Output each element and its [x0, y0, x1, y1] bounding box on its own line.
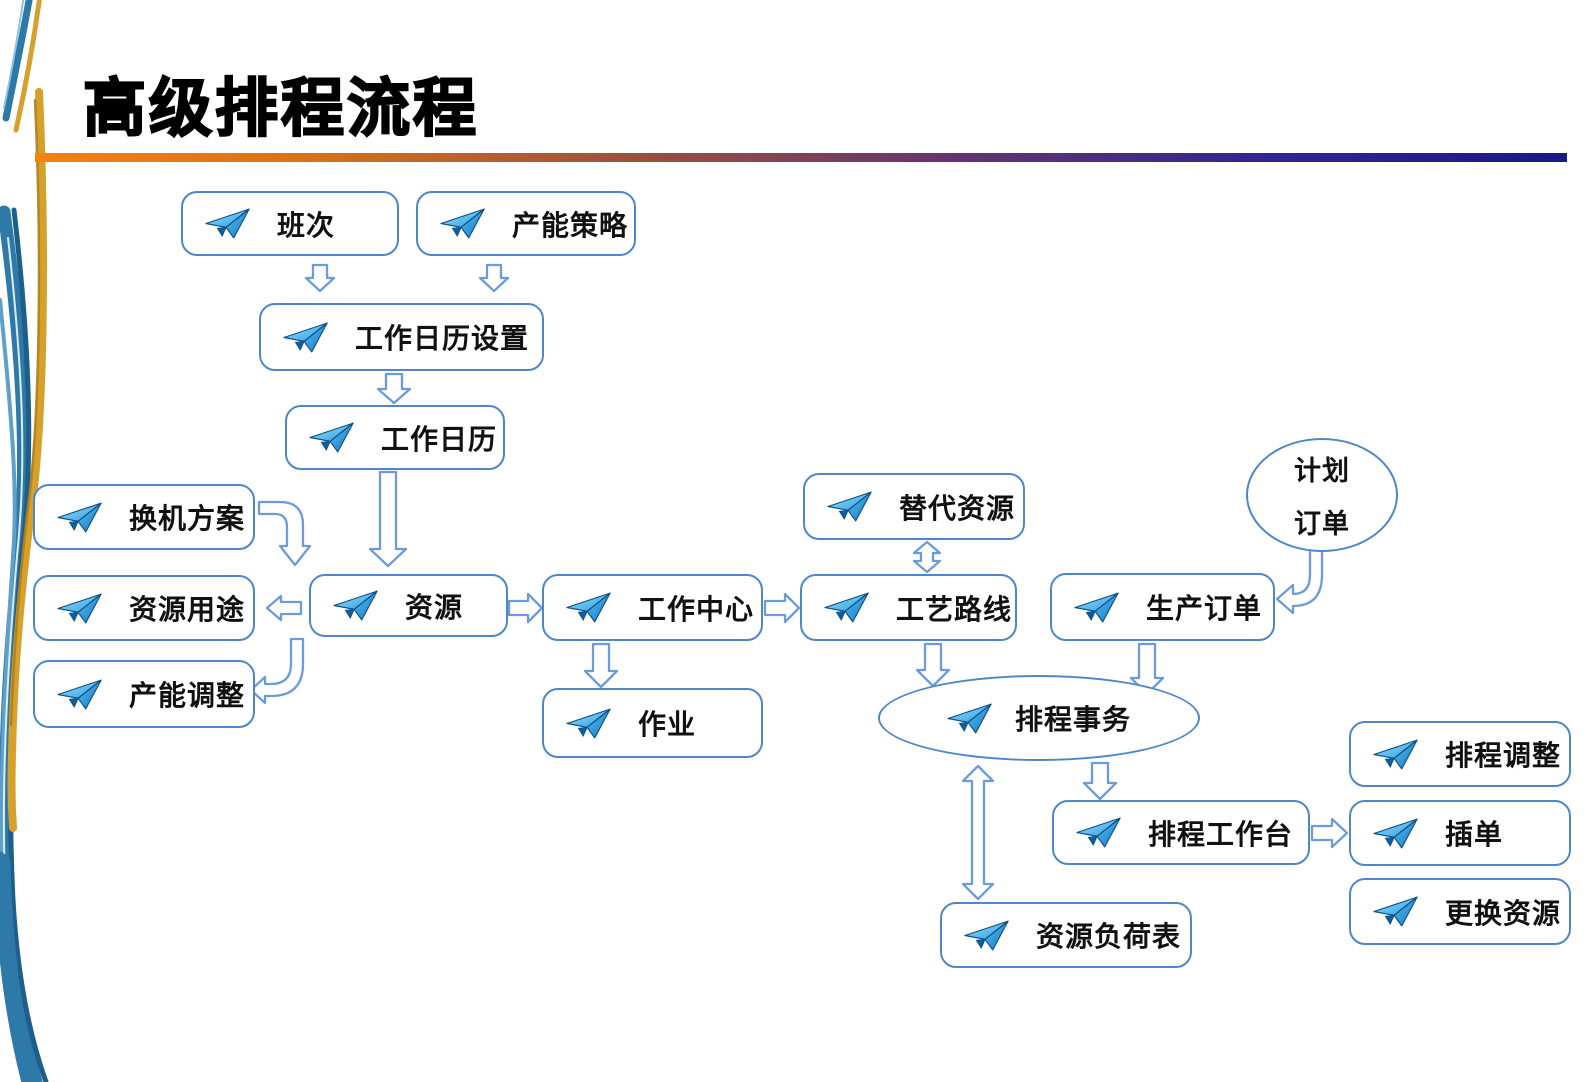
title-underline-gradient	[35, 153, 1567, 162]
paper-plane-icon	[964, 919, 1010, 952]
arrow-resource-to-usage-left	[265, 594, 303, 622]
arrow-changeover-elbow	[257, 500, 312, 567]
paper-plane-icon	[283, 321, 329, 354]
paper-plane-icon	[440, 207, 486, 240]
arrow-resource-to-capacity-adjust-elbow	[249, 637, 305, 705]
arrow-calendar-setup-down	[376, 372, 412, 405]
node-label: 工作日历	[381, 424, 498, 456]
node-label: 排程工作台	[1148, 819, 1294, 851]
node-alternative-resource: 替代资源	[803, 473, 1025, 540]
node-work-center: 工作中心	[542, 574, 763, 641]
node-planned-order: 计划 订单	[1246, 438, 1398, 552]
node-label: 换机方案	[129, 504, 246, 535]
arrow-alt-resource-routing-double	[912, 540, 942, 574]
node-scheduling-transaction: 排程事务	[878, 675, 1200, 761]
node-label: 排程事务	[1014, 705, 1131, 736]
node-label: 资源用途	[129, 595, 246, 626]
arrow-capacity-strategy-down	[478, 263, 510, 293]
node-operation: 作业	[542, 688, 763, 758]
paper-plane-icon	[1076, 816, 1122, 849]
arrow-resource-to-workcenter-right	[507, 592, 544, 624]
arrow-production-order-to-transaction-down	[1129, 642, 1165, 696]
paper-plane-icon	[824, 591, 870, 624]
node-shift: 班次	[181, 191, 399, 256]
node-work-calendar-setup: 工作日历设置	[259, 303, 544, 371]
node-label: 工作日历设置	[355, 324, 530, 355]
node-production-order: 生产订单	[1050, 573, 1275, 641]
paper-plane-icon	[1373, 817, 1419, 850]
paper-plane-icon	[1373, 738, 1419, 771]
arrow-shift-down	[304, 263, 336, 293]
page-title: 高级排程流程	[82, 73, 479, 145]
node-scheduling-adjustment: 排程调整	[1349, 721, 1571, 787]
node-label: 更换资源	[1445, 898, 1562, 930]
node-label: 替代资源	[899, 493, 1016, 525]
node-label: 产能策略	[512, 210, 629, 242]
paper-plane-icon	[309, 421, 355, 454]
node-label: 产能调整	[129, 681, 246, 712]
paper-plane-icon	[947, 702, 993, 735]
arrow-workcenter-to-operation-down	[583, 642, 619, 689]
paper-plane-icon	[57, 501, 103, 534]
paper-plane-icon	[827, 490, 873, 523]
node-label: 资源负荷表	[1036, 922, 1182, 953]
node-label: 插单	[1445, 820, 1504, 851]
node-label: 工作中心	[638, 594, 755, 626]
paper-plane-icon	[57, 678, 103, 711]
decorative-swoosh	[0, 0, 49, 1082]
arrow-transaction-load-report-double	[961, 764, 995, 901]
node-resource-usage: 资源用途	[33, 575, 255, 641]
paper-plane-icon	[1074, 591, 1120, 624]
paper-plane-icon	[566, 591, 612, 624]
node-label: 生产订单	[1146, 594, 1263, 625]
node-label-line2: 订单	[1294, 509, 1350, 539]
node-capacity-adjustment: 产能调整	[33, 660, 255, 728]
node-scheduling-workbench: 排程工作台	[1052, 800, 1310, 865]
node-replace-resource: 更换资源	[1349, 878, 1571, 945]
arrow-routing-to-transaction-down	[915, 642, 951, 688]
arrow-workbench-to-insert-right	[1310, 817, 1349, 849]
node-label-line1: 计划	[1294, 456, 1350, 486]
paper-plane-icon	[333, 589, 379, 622]
arrow-workcenter-to-routing-right	[763, 592, 801, 624]
node-insert-order: 插单	[1349, 800, 1571, 866]
node-label: 作业	[638, 710, 697, 741]
arrow-planned-to-production-elbow	[1275, 547, 1324, 615]
node-resource: 资源	[309, 574, 508, 637]
node-label: 班次	[277, 210, 336, 242]
paper-plane-icon	[1373, 895, 1419, 928]
node-label: 工艺路线	[896, 594, 1013, 626]
paper-plane-icon	[57, 592, 103, 625]
node-routing: 工艺路线	[800, 574, 1017, 641]
node-changeover-plan: 换机方案	[33, 484, 255, 550]
paper-plane-icon	[566, 707, 612, 740]
node-work-calendar: 工作日历	[285, 405, 505, 470]
node-label: 资源	[405, 592, 464, 624]
node-label: 排程调整	[1445, 741, 1562, 772]
arrow-transaction-to-workbench-down	[1082, 761, 1118, 801]
arrow-calendar-to-resource-down	[368, 470, 408, 568]
node-resource-load-report: 资源负荷表	[940, 902, 1192, 968]
paper-plane-icon	[205, 207, 251, 240]
node-capacity-strategy: 产能策略	[416, 191, 636, 256]
